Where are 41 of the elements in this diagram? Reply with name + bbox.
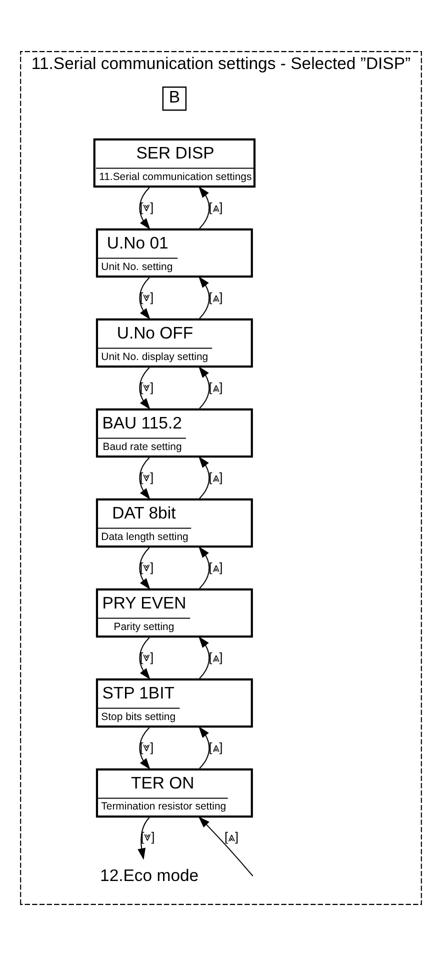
edge-label: [⩔] [140,290,154,304]
arrow [198,456,210,498]
node-box: TER ON Termination resistor setting [96,768,253,818]
edge-label: [⩔] [140,830,155,844]
arrow [139,366,150,410]
node-box: BAU 115.2 Baud rate setting [96,408,253,458]
arrow [139,276,150,320]
arrow [198,546,210,588]
arrow [139,636,150,680]
arrow [198,276,210,318]
arrow [139,456,150,500]
edge-label: [⩓] [208,290,223,304]
node-box: U.No 01 Unit No. setting [96,228,253,278]
edge-label: [⩔] [140,740,154,754]
arrow [139,546,150,590]
edge-label: [⩔] [140,650,154,664]
edge-label: [⩔] [140,560,154,574]
arrow [198,636,210,678]
node-box: DAT 8bit Data length setting [96,498,253,548]
arrow [198,726,210,768]
edge-label: [⩓] [208,650,223,664]
edge-label: [⩓] [208,380,223,394]
arrow [139,726,150,770]
edge-label: [⩓] [208,200,223,214]
arrow [138,816,150,860]
node-box: STP 1BIT Stop bits setting [96,678,253,728]
edge-label: [⩔] [140,470,154,484]
edge-label: [⩓] [208,560,223,574]
arrow [139,186,150,230]
node-box: U.No OFF Unit No. display setting [96,318,253,368]
node-box: B [162,86,187,110]
edge-label: [⩔] [140,200,154,214]
edge-label: [⩔] [140,380,154,394]
node-text: 12.Eco mode [100,866,199,885]
edge-label: [⩓] [208,740,223,754]
arrow [198,186,210,228]
arrow [198,366,210,408]
node-box: PRY EVEN Parity setting [96,588,253,638]
edge-label: [⩓] [208,470,223,484]
edge-label: [⩓] [224,830,238,844]
arrow [198,816,254,876]
